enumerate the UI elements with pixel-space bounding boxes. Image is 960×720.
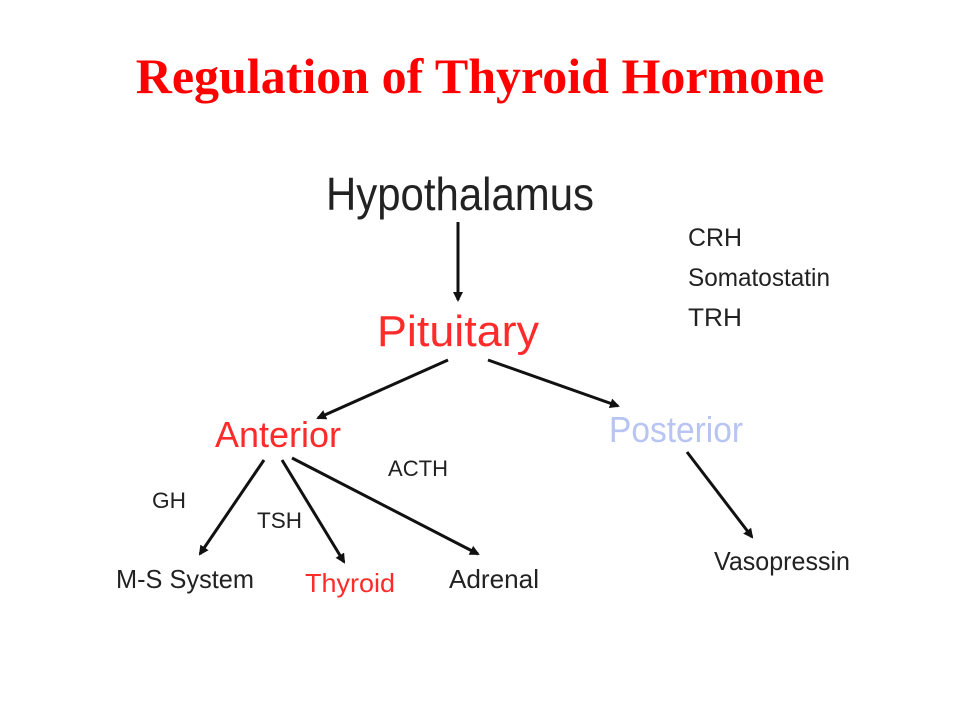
hormone-acth: ACTH — [388, 456, 448, 481]
slide-title: Regulation of Thyroid Hormone — [135, 48, 825, 104]
arrow-anterior-to-thyroid — [280, 459, 346, 564]
hormone-crh: CRH — [688, 224, 742, 252]
hormone-gh: GH — [152, 488, 186, 513]
arrow-posterior-to-vasopressin — [685, 451, 754, 539]
node-thyroid: Thyroid — [305, 568, 395, 598]
node-ms-system: M-S System — [116, 564, 254, 594]
node-pituitary: Pituitary — [377, 307, 539, 356]
node-adrenal: Adrenal — [449, 564, 539, 594]
node-vasopressin: Vasopressin — [714, 546, 850, 576]
arrow-anterior-to-adrenal — [291, 456, 480, 556]
arrow-pituitary-to-anterior — [316, 358, 449, 420]
node-posterior: Posterior — [609, 409, 743, 450]
hormone-somatostatin: Somatostatin — [688, 264, 830, 292]
arrow-anterior-to-ms-system — [198, 459, 266, 556]
node-anterior: Anterior — [215, 414, 341, 455]
hormone-trh: TRH — [688, 304, 742, 332]
hormone-tsh: TSH — [257, 508, 302, 533]
node-hypothalamus: Hypothalamus — [326, 168, 594, 220]
arrow-pituitary-to-posterior — [487, 358, 620, 409]
